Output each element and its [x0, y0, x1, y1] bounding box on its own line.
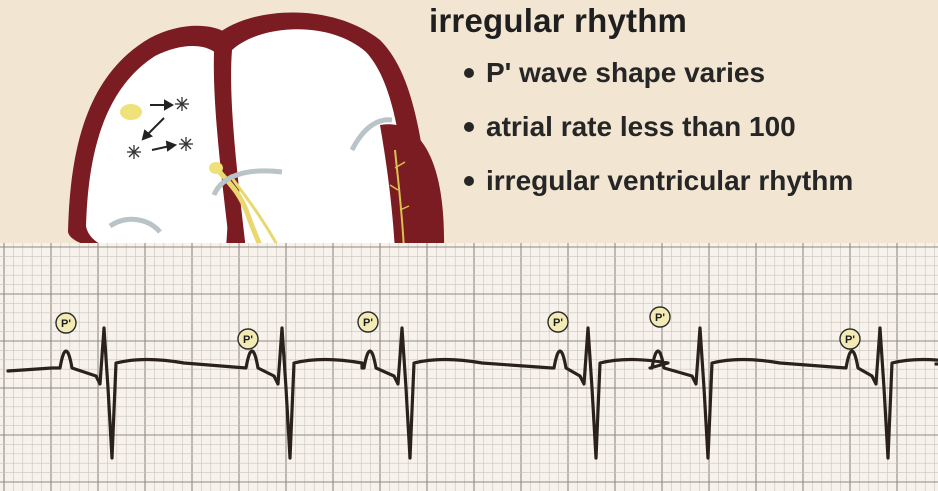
heart-illustration [0, 0, 450, 250]
bullet-item: irregular ventricular rhythm [464, 164, 853, 218]
bullet-dot-icon [464, 176, 474, 186]
ecg-strip: P' P' P' P' P' P' [0, 243, 938, 491]
p-wave-marker: P' [840, 329, 860, 349]
p-wave-marker: P' [358, 312, 378, 332]
p-wave-marker: P' [650, 307, 670, 327]
bullet-dot-icon [464, 68, 474, 78]
bullet-text: atrial rate less than 100 [486, 111, 796, 142]
page-title: irregular rhythm [429, 2, 687, 40]
p-wave-label: P' [845, 334, 855, 346]
bullet-dot-icon [464, 122, 474, 132]
sa-node [120, 104, 142, 120]
p-wave-label: P' [553, 317, 563, 329]
bullet-list: P' wave shape varies atrial rate less th… [464, 56, 853, 218]
av-node [209, 162, 223, 174]
p-wave-label: P' [243, 334, 253, 346]
p-wave-marker: P' [548, 312, 568, 332]
bullet-text: irregular ventricular rhythm [486, 165, 853, 196]
p-wave-label: P' [61, 318, 71, 330]
left-atrium-chamber [86, 46, 229, 248]
p-wave-label: P' [363, 317, 373, 329]
p-wave-marker: P' [56, 313, 76, 333]
bullet-item: P' wave shape varies [464, 56, 853, 110]
bullet-text: P' wave shape varies [486, 57, 765, 88]
p-wave-label: P' [655, 312, 665, 324]
bullet-item: atrial rate less than 100 [464, 110, 853, 164]
p-wave-marker: P' [238, 329, 258, 349]
